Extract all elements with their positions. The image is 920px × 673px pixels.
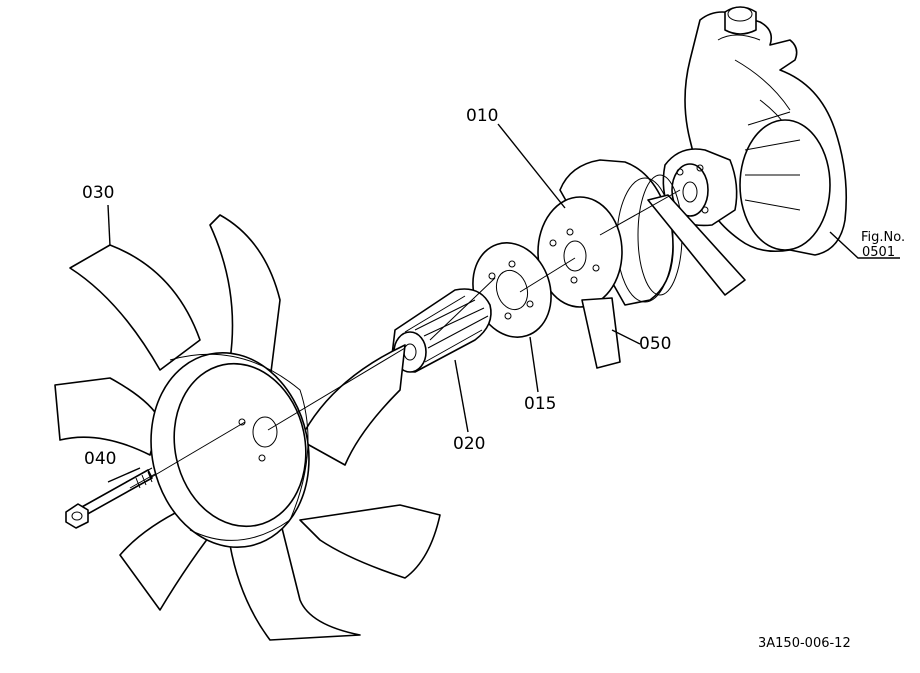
pulley-010 xyxy=(537,159,683,308)
leader-lines xyxy=(107,123,900,483)
fig-label: Fig.No. xyxy=(861,230,905,245)
bolt-040 xyxy=(65,467,156,529)
callout-030: 030 xyxy=(82,183,114,203)
fig-number: 0501 xyxy=(862,245,895,260)
callout-050: 050 xyxy=(639,334,671,354)
drawing-code: 3A150-006-12 xyxy=(758,636,851,651)
callout-010: 010 xyxy=(466,106,498,126)
callout-020: 020 xyxy=(453,434,485,454)
fan-spacer-020 xyxy=(391,288,492,373)
water-pump xyxy=(662,6,847,256)
v-belt-050 xyxy=(581,194,746,369)
fan-030 xyxy=(54,214,441,641)
callout-015: 015 xyxy=(524,394,556,414)
callout-040: 040 xyxy=(84,449,116,469)
assembly-axis-lines xyxy=(149,189,681,479)
